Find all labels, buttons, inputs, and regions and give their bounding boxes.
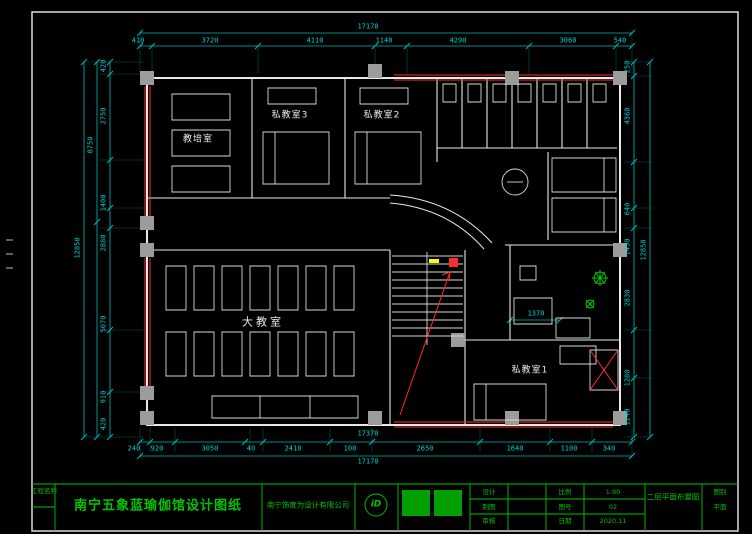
room-label-private-room-2: 私教室2 <box>363 110 401 121</box>
reception-desk <box>513 265 591 339</box>
plant-symbols <box>585 270 608 309</box>
dim-left-segment: 420 <box>99 417 108 431</box>
extension-lines <box>82 30 652 458</box>
dim-bottom-segment: 340 <box>602 444 616 453</box>
furniture <box>165 83 619 421</box>
dim-top-total: 17170 <box>357 22 379 31</box>
titleblock-field-label: 设计 <box>482 487 496 496</box>
restroom-fixtures <box>442 83 607 103</box>
private-room-1-furniture <box>473 345 597 421</box>
dim-bottom-segment: 1640 <box>506 444 524 453</box>
titleblock-field-label: 图号 <box>558 502 572 511</box>
sheet-type-label: 图别 <box>713 487 727 496</box>
dim-left-segment: 2750 <box>99 107 108 125</box>
title-block-seal-blocks <box>402 490 462 516</box>
dim-right-segment: 640 <box>623 202 632 216</box>
red-annotations <box>399 258 619 416</box>
dim-right-segment: 4360 <box>623 107 632 125</box>
dim-bottom-segment: 40 <box>246 444 256 453</box>
title-block-grid <box>32 483 738 531</box>
private-room-beds <box>262 87 422 185</box>
dim-reception-width: 1370 <box>527 309 545 318</box>
dim-right-segment: 1240 <box>623 408 632 426</box>
drawing-name: 二层平面布置图 <box>646 492 700 502</box>
dim-right-total: 12850 <box>639 239 648 261</box>
dim-top-segment: 540 <box>613 36 627 45</box>
dim-bottom-segment: 2410 <box>284 444 302 453</box>
dimension-lines <box>80 29 654 460</box>
design-company: 南宁饰度为设计有限公司 <box>266 500 350 510</box>
red-wall-hatch <box>144 74 613 428</box>
dim-top-segment: 3720 <box>201 36 219 45</box>
room-label-private-room-3: 私教室3 <box>271 110 309 121</box>
dim-left-segment: 5070 <box>99 315 108 333</box>
dim-bottom-segment: 2650 <box>416 444 434 453</box>
edge-marks <box>6 239 13 269</box>
dim-top-segment: 410 <box>131 36 145 45</box>
corridor-curved-wall <box>389 194 493 250</box>
shaft-cross <box>589 349 619 391</box>
room-label-private-room-1: 私教室1 <box>511 365 549 376</box>
sheet-border <box>31 11 739 532</box>
room-label-training-room: 教培室 <box>182 134 214 145</box>
dimension-ticks <box>80 29 654 460</box>
yellow-marker <box>429 259 439 263</box>
company-logo-text: iD <box>370 499 382 510</box>
project-title: 南宁五象蓝瑜伽馆设计图纸 <box>73 498 243 514</box>
titleblock-field-label: 审核 <box>482 516 496 525</box>
dim-left-total: 12850 <box>73 237 82 259</box>
dim-bottom-segment: 240 <box>127 444 141 453</box>
company-logo-icon <box>364 493 388 517</box>
dim-top-segment: 3060 <box>559 36 577 45</box>
yoga-mats-grid <box>165 265 355 377</box>
dim-left-segment: 420 <box>99 59 108 73</box>
project-name-label: 工程名称 <box>31 486 57 495</box>
dim-top-segment: 4110 <box>306 36 324 45</box>
dim-bottom-total: 17170 <box>357 457 379 466</box>
titleblock-field-value: 02 <box>608 502 618 511</box>
dim-top-segment: 1140 <box>375 36 393 45</box>
dim-bottom-segment: 3050 <box>201 444 219 453</box>
dim-left-segment: 2880 <box>99 234 108 252</box>
stage-platform <box>211 395 359 419</box>
dim-top-segment: 4290 <box>449 36 467 45</box>
dim-bottom-subtotal: 17370 <box>357 429 379 438</box>
sheet-type-value: 平面 <box>713 502 727 511</box>
training-room-desks <box>171 93 231 193</box>
titleblock-field-label: 日期 <box>558 516 572 525</box>
dim-bottom-segment: 920 <box>150 444 164 453</box>
titleblock-field-label: 制图 <box>482 502 496 511</box>
dim-right-segment: 1280 <box>623 369 632 387</box>
dim-left-segment: 910 <box>99 390 108 404</box>
titleblock-field-value: 2020.11 <box>599 516 627 525</box>
massage-beds-right <box>551 157 617 233</box>
titleblock-field-label: 比例 <box>558 487 572 496</box>
stair-direction-arrow <box>399 271 451 416</box>
red-marker <box>449 258 458 267</box>
dim-bottom-segment: 100 <box>343 444 357 453</box>
dim-bottom-segment: 1100 <box>560 444 578 453</box>
dim-left-subtotal: 8750 <box>86 136 95 154</box>
titleblock-field-value: 1:90 <box>605 487 621 496</box>
dim-right-segment: 2830 <box>623 289 632 307</box>
dim-right-segment: 1450 <box>623 238 632 256</box>
dim-left-segment: 1400 <box>99 194 108 212</box>
room-label-main-classroom: 大教室 <box>242 315 284 329</box>
dim-right-segment: 250 <box>623 60 632 74</box>
